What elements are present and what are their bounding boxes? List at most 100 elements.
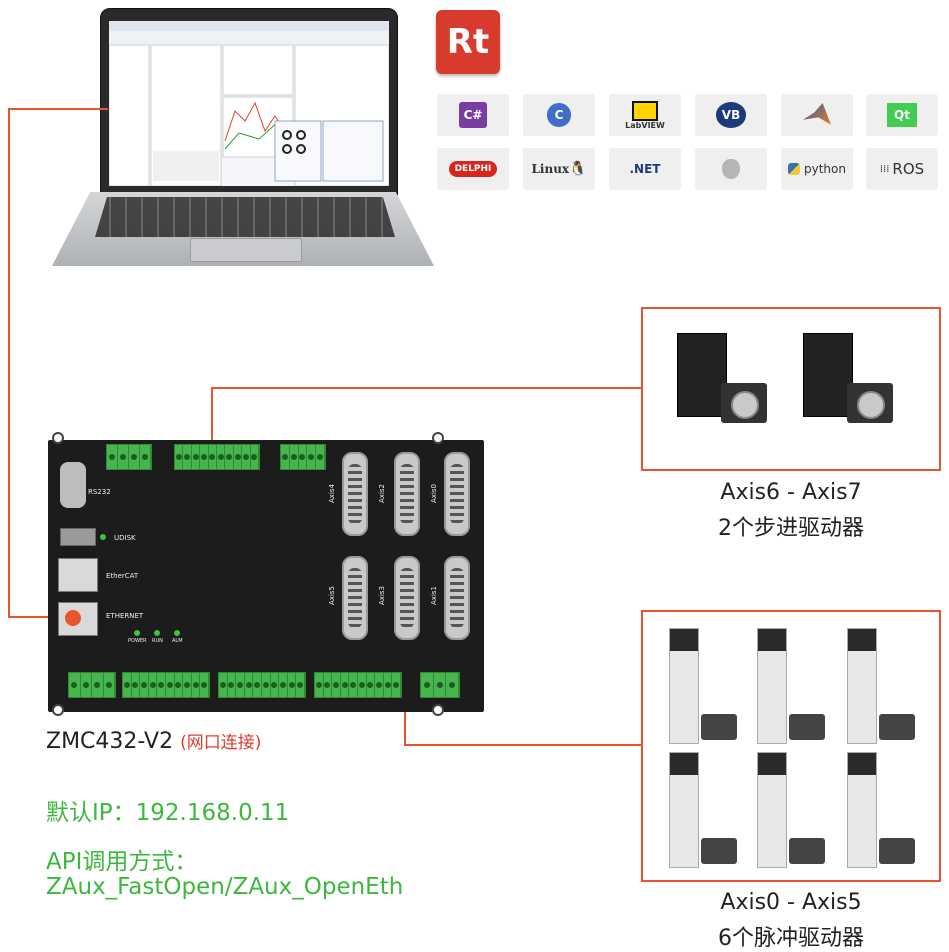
axis1-connector[interactable] — [444, 556, 470, 640]
mount-hole — [432, 704, 444, 716]
wire-stepper-h — [211, 387, 641, 389]
linux-logo: Linux🐧 — [523, 148, 595, 190]
input-terminal-1[interactable] — [122, 672, 210, 698]
input-terminal-3[interactable] — [314, 672, 402, 698]
pulse-driver — [669, 628, 699, 744]
servo-motor — [879, 714, 915, 740]
mount-hole — [52, 704, 64, 716]
c-logo-text: C — [546, 103, 572, 127]
stepper-motor — [721, 383, 767, 423]
pulse-driver — [669, 752, 699, 868]
wire-stepper-v — [211, 387, 213, 457]
wire-ethernet-h — [8, 616, 72, 618]
wire-laptop-v — [8, 108, 10, 618]
stepper-group-title: Axis6 - Axis7 — [720, 480, 862, 505]
controller-model-line: ZMC432-V2 (网口连接) — [46, 728, 261, 754]
rt-logo: Rt — [436, 10, 500, 74]
labview-logo-text: LabVIEW — [625, 120, 665, 130]
laptop-display — [109, 21, 389, 186]
ethercat-label: EtherCAT — [106, 572, 139, 580]
laptop-screen — [100, 8, 398, 196]
software-screenshot — [109, 21, 389, 186]
run-led — [154, 630, 160, 636]
stepper-driver — [677, 333, 727, 417]
udisk-port[interactable] — [60, 528, 96, 546]
axis2-connector[interactable] — [394, 452, 420, 536]
csharp-logo: C# — [437, 94, 509, 136]
output2-terminal[interactable] — [280, 444, 326, 470]
axis1-label: Axis1 — [430, 586, 438, 605]
stepper-group-desc: 2个步进驱动器 — [718, 516, 864, 541]
dotnet-logo: .NET — [609, 148, 681, 190]
axis5-connector[interactable] — [342, 556, 368, 640]
power-led-label: POWER — [128, 638, 147, 644]
axis3-connector[interactable] — [394, 556, 420, 640]
connection-note: (网口连接) — [180, 733, 262, 753]
c-logo: C — [523, 94, 595, 136]
api-functions: ZAux_FastOpen/ZAux_OpenEth — [46, 874, 404, 900]
mount-hole — [52, 432, 64, 444]
axis0-connector[interactable] — [444, 452, 470, 536]
can-terminal[interactable] — [106, 444, 152, 470]
ethercat-port[interactable] — [58, 558, 98, 592]
servo-motor — [879, 838, 915, 864]
linux-logo-text: Linux — [531, 162, 570, 176]
laptop-touchpad — [190, 238, 302, 262]
axis2-label: Axis2 — [378, 484, 386, 503]
pulse-driver — [847, 628, 877, 744]
api-title: API调用方式： — [46, 849, 198, 875]
rs232-label: RS232 — [88, 488, 111, 496]
tux-icon: 🐧 — [569, 161, 587, 177]
ros-logo: ⁞⁞⁞ROS — [866, 148, 938, 190]
alm-led — [174, 630, 180, 636]
python-icon — [788, 163, 800, 175]
vb-logo: VB — [695, 94, 767, 136]
axis5-label: Axis5 — [328, 586, 336, 605]
power-terminal[interactable] — [68, 672, 116, 698]
pulse-drivers-box — [641, 610, 941, 882]
apple-logo — [695, 148, 767, 190]
ros-logo-text: ROS — [892, 160, 925, 178]
wire-servo-h — [404, 744, 642, 746]
qt-logo: Qt — [866, 94, 938, 136]
mount-hole — [432, 432, 444, 444]
udisk-led — [100, 534, 106, 540]
axis0-label: Axis0 — [430, 484, 438, 503]
pulse-driver — [757, 628, 787, 744]
rs232-port[interactable] — [60, 462, 86, 508]
matlab-icon — [803, 103, 831, 125]
axis4-connector[interactable] — [342, 452, 368, 536]
ethernet-label: ETHERNET — [106, 612, 144, 620]
servo-motor — [789, 838, 825, 864]
servo-motor — [701, 714, 737, 740]
run-led-label: RUN — [152, 638, 163, 644]
csharp-logo-text: C# — [458, 102, 488, 128]
stepper-drivers-box — [641, 307, 941, 471]
power-led — [134, 630, 140, 636]
dotnet-logo-text: .NET — [629, 162, 661, 176]
alm-led-label: ALM — [172, 638, 183, 644]
pulse-driver — [847, 752, 877, 868]
delphi-logo: DELPHI — [437, 148, 509, 190]
vb-logo-text: VB — [715, 102, 747, 128]
default-ip: 默认IP：192.168.0.11 — [46, 800, 290, 826]
stepper-driver — [803, 333, 853, 417]
laptop-keyboard — [95, 197, 395, 237]
matlab-logo — [781, 94, 853, 136]
input-terminal-2[interactable] — [218, 672, 306, 698]
ros-dots-icon: ⁞⁞⁞ — [879, 163, 890, 175]
udisk-label: UDISK — [114, 534, 136, 542]
qt-logo-text: Qt — [887, 103, 917, 127]
servo-motor — [789, 714, 825, 740]
output-terminal[interactable] — [174, 444, 260, 470]
python-logo: python — [781, 148, 853, 190]
pulse-driver — [757, 752, 787, 868]
python-logo-text: python — [804, 162, 846, 176]
apple-icon — [722, 159, 740, 179]
labview-logo: LabVIEW — [609, 94, 681, 136]
labview-icon — [632, 100, 658, 121]
main-power-terminal[interactable] — [420, 672, 460, 698]
wire-laptop-h — [8, 108, 108, 110]
stepper-motor — [847, 383, 893, 423]
delphi-logo-text: DELPHI — [448, 161, 498, 177]
